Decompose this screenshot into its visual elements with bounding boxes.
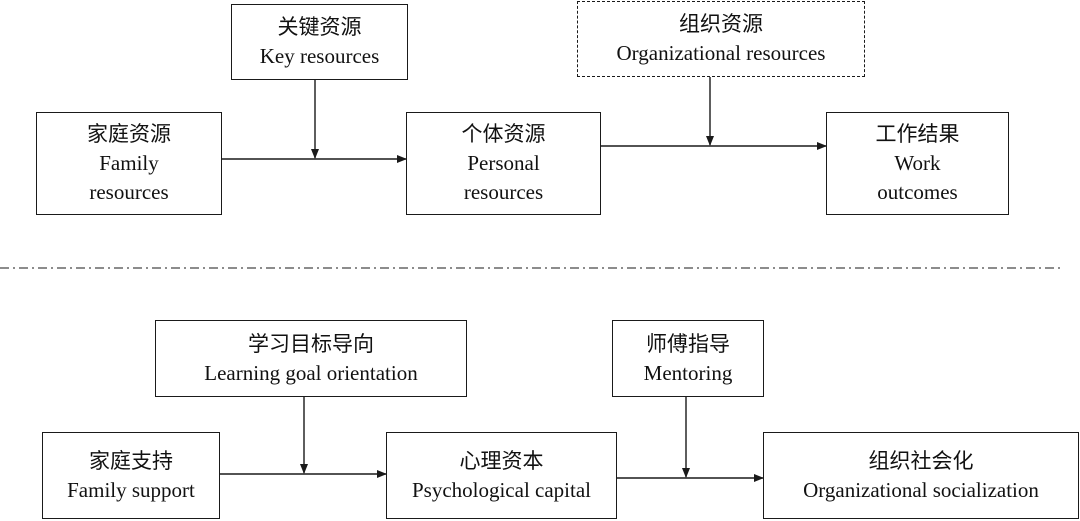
organizational-resources-en: Organizational resources: [616, 41, 826, 65]
work-outcomes-cn: 工作结果: [875, 122, 960, 146]
family-support-en: Family support: [67, 477, 195, 502]
family-resources-en-line2: resources: [89, 180, 169, 204]
learning-goal-orientation-en: Learning goal orientation: [204, 360, 418, 385]
work-outcomes-en-line1: Work: [894, 151, 941, 175]
work-outcomes-box: 工作结果 Work outcomes: [826, 112, 1009, 215]
psychological-capital-cn: 心理资本: [459, 448, 544, 473]
mentoring-box: 师傅指导 Mentoring: [612, 320, 764, 397]
personal-resources-en-line1: Personal: [467, 151, 540, 175]
personal-resources-box: 个体资源 Personal resources: [406, 112, 601, 215]
key-resources-cn: 关键资源: [277, 15, 362, 39]
family-resources-box: 家庭资源 Family resources: [36, 112, 222, 215]
work-outcomes-en-line2: outcomes: [877, 180, 958, 204]
learning-goal-orientation-cn: 学习目标导向: [248, 331, 374, 356]
family-resources-en-line1: Family: [99, 151, 159, 175]
organizational-resources-cn: 组织资源: [679, 12, 763, 36]
personal-resources-en-line2: resources: [463, 180, 544, 204]
psychological-capital-box: 心理资本 Psychological capital: [386, 432, 617, 519]
key-resources-en: Key resources: [259, 44, 380, 68]
mentoring-en: Mentoring: [643, 360, 733, 385]
family-support-box: 家庭支持 Family support: [42, 432, 220, 519]
personal-resources-cn: 个体资源: [461, 122, 546, 146]
psychological-capital-en: Psychological capital: [411, 477, 592, 502]
family-support-cn: 家庭支持: [89, 448, 173, 473]
mentoring-cn: 师傅指导: [646, 331, 730, 356]
learning-goal-orientation-box: 学习目标导向 Learning goal orientation: [155, 320, 467, 397]
family-resources-cn: 家庭资源: [87, 122, 171, 146]
key-resources-box: 关键资源 Key resources: [231, 4, 408, 80]
organizational-socialization-cn: 组织社会化: [868, 448, 974, 473]
organizational-socialization-box: 组织社会化 Organizational socialization: [763, 432, 1079, 519]
organizational-socialization-en: Organizational socialization: [803, 477, 1039, 502]
organizational-resources-box: 组织资源 Organizational resources: [577, 1, 865, 77]
